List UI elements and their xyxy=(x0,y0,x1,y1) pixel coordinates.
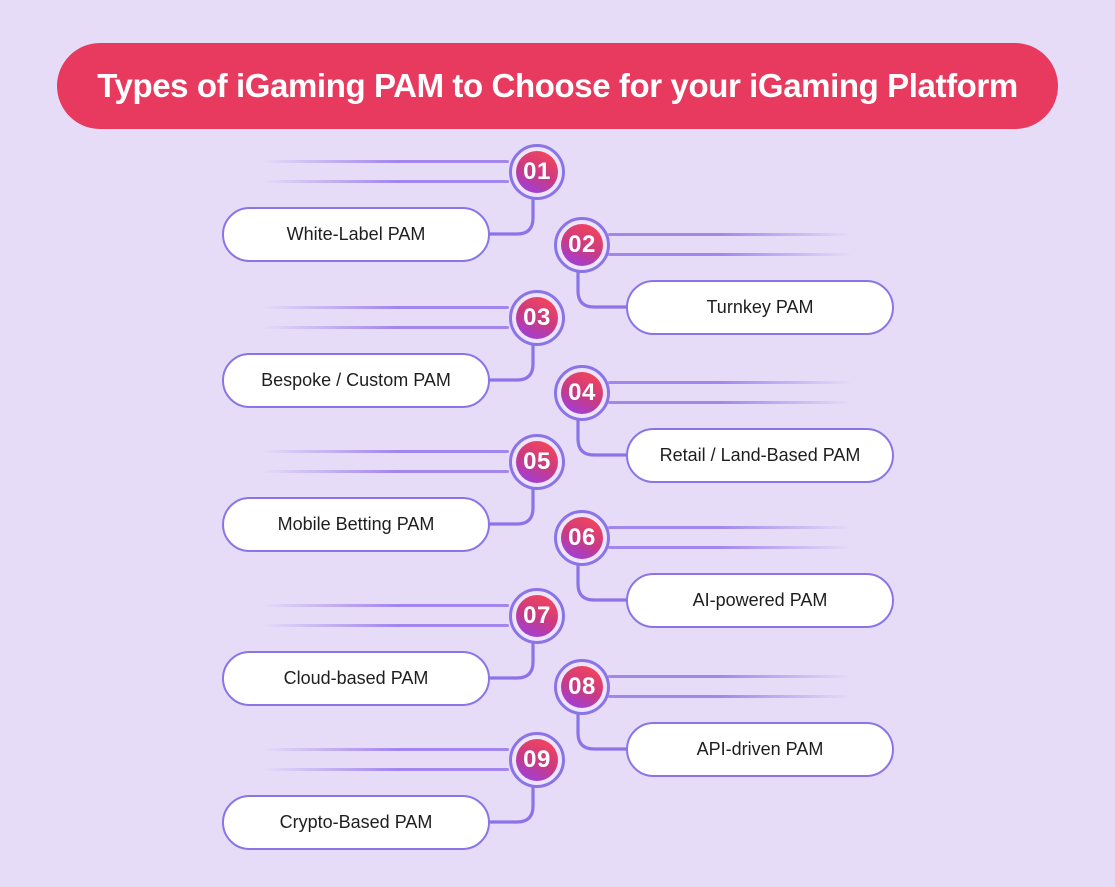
connector-path xyxy=(576,270,628,309)
number-bubble: 08 xyxy=(561,666,603,708)
title-banner: Types of iGaming PAM to Choose for your … xyxy=(57,43,1058,129)
step-number: 08 xyxy=(568,673,596,700)
connector-path xyxy=(576,418,628,457)
number-ring: 02 xyxy=(554,217,610,273)
connector-path xyxy=(488,343,535,382)
number-ring: 06 xyxy=(554,510,610,566)
number-ring: 03 xyxy=(509,290,565,346)
number-bubble: 01 xyxy=(516,151,558,193)
speed-line xyxy=(262,179,509,183)
speed-line xyxy=(262,767,509,771)
speed-line xyxy=(262,305,509,309)
type-label: Mobile Betting PAM xyxy=(277,513,435,534)
type-label: Turnkey PAM xyxy=(706,296,814,317)
type-pill: Retail / Land-Based PAM xyxy=(626,427,894,483)
speed-line xyxy=(608,694,852,698)
type-label: API-driven PAM xyxy=(696,738,824,759)
connector-path xyxy=(488,487,535,526)
type-pill: Bespoke / Custom PAM xyxy=(222,352,490,408)
speed-line xyxy=(262,623,509,627)
connector-path xyxy=(488,785,535,824)
number-ring: 01 xyxy=(509,144,565,200)
speed-line xyxy=(608,525,852,529)
speed-line xyxy=(608,545,852,549)
speed-line xyxy=(608,232,852,236)
number-bubble: 03 xyxy=(516,297,558,339)
page-title: Types of iGaming PAM to Choose for your … xyxy=(97,67,1018,104)
speed-line xyxy=(608,400,852,404)
speed-line xyxy=(262,449,509,453)
step-number: 09 xyxy=(523,746,551,773)
connector-path xyxy=(576,712,628,751)
number-bubble: 02 xyxy=(561,224,603,266)
step-number: 03 xyxy=(523,304,551,331)
number-bubble: 04 xyxy=(561,372,603,414)
step-number: 01 xyxy=(523,158,551,185)
speed-line xyxy=(608,674,852,678)
type-label: White-Label PAM xyxy=(286,223,426,244)
number-bubble: 06 xyxy=(561,517,603,559)
step-number: 02 xyxy=(568,231,596,258)
speed-line xyxy=(608,380,852,384)
speed-line xyxy=(262,747,509,751)
type-pill: Turnkey PAM xyxy=(626,279,894,335)
type-label: Bespoke / Custom PAM xyxy=(261,369,451,390)
step-number: 04 xyxy=(568,379,596,406)
connector-path xyxy=(576,563,628,602)
step-number: 05 xyxy=(523,448,551,475)
step-number: 07 xyxy=(523,602,551,629)
type-pill: White-Label PAM xyxy=(222,206,490,262)
number-ring: 08 xyxy=(554,659,610,715)
type-pill: API-driven PAM xyxy=(626,721,894,777)
speed-line xyxy=(262,469,509,473)
number-ring: 09 xyxy=(509,732,565,788)
number-ring: 05 xyxy=(509,434,565,490)
number-bubble: 09 xyxy=(516,739,558,781)
number-ring: 07 xyxy=(509,588,565,644)
type-pill: Cloud-based PAM xyxy=(222,650,490,706)
connector-path xyxy=(488,197,535,236)
type-label: AI-powered PAM xyxy=(692,589,828,610)
number-bubble: 07 xyxy=(516,595,558,637)
type-label: Cloud-based PAM xyxy=(283,667,429,688)
type-pill: AI-powered PAM xyxy=(626,572,894,628)
connector-path xyxy=(488,641,535,680)
speed-line xyxy=(262,603,509,607)
type-pill: Mobile Betting PAM xyxy=(222,496,490,552)
speed-line xyxy=(608,252,852,256)
number-ring: 04 xyxy=(554,365,610,421)
speed-line xyxy=(262,159,509,163)
type-label: Retail / Land-Based PAM xyxy=(659,444,861,465)
number-bubble: 05 xyxy=(516,441,558,483)
speed-line xyxy=(262,325,509,329)
step-number: 06 xyxy=(568,524,596,551)
type-pill: Crypto-Based PAM xyxy=(222,794,490,850)
type-label: Crypto-Based PAM xyxy=(279,811,433,832)
